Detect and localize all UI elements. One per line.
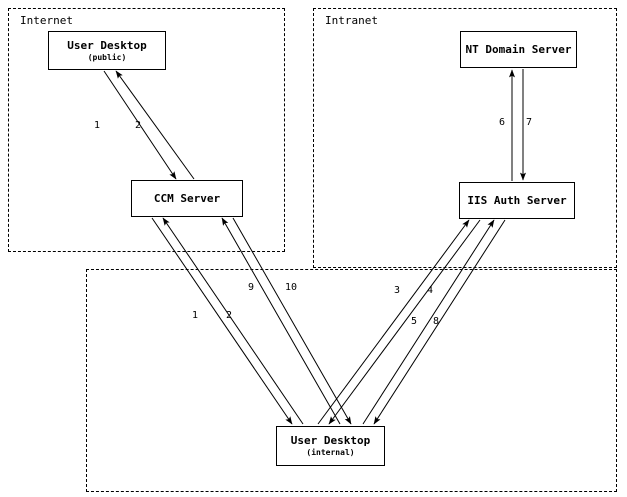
edge-label-step-1-internal: 1 [192, 310, 199, 321]
edge-label-step-9: 9 [248, 282, 255, 293]
edge-label-step-1-public: 1 [94, 120, 101, 131]
node-nt-domain-server-title: NT Domain Server [465, 43, 572, 56]
zone-internet-label: Internet [20, 14, 73, 27]
edge-label-step-10: 10 [285, 282, 298, 293]
zone-intranet-label: Intranet [325, 14, 378, 27]
node-user-desktop-public-title: User Desktop [67, 38, 147, 52]
edge-label-step-8: 8 [433, 316, 440, 327]
node-user-desktop-public-subtitle: (public) [87, 52, 127, 62]
edge-label-step-6: 6 [499, 117, 506, 128]
node-nt-domain-server[interactable]: NT Domain Server [460, 31, 577, 68]
edge-label-step-3: 3 [394, 285, 401, 296]
edge-label-step-7: 7 [526, 117, 533, 128]
node-user-desktop-internal-title: User Desktop [290, 434, 371, 447]
node-user-desktop-internal-subtitle: (internal) [306, 448, 355, 457]
node-user-desktop-internal[interactable]: User Desktop (internal) [276, 426, 385, 466]
edge-label-step-4: 4 [427, 285, 434, 296]
node-iis-auth-server[interactable]: IIS Auth Server [459, 182, 575, 219]
node-ccm-server[interactable]: CCM Server [131, 180, 243, 217]
zone-internet [8, 8, 285, 252]
node-ccm-server-title: CCM Server [153, 192, 221, 205]
edge-label-step-5: 5 [411, 316, 418, 327]
edge-label-step-2-public: 2 [135, 120, 142, 131]
node-user-desktop-public[interactable]: User Desktop (public) [48, 31, 166, 70]
edge-label-step-2-internal: 2 [226, 310, 233, 321]
node-iis-auth-server-title: IIS Auth Server [467, 194, 567, 207]
